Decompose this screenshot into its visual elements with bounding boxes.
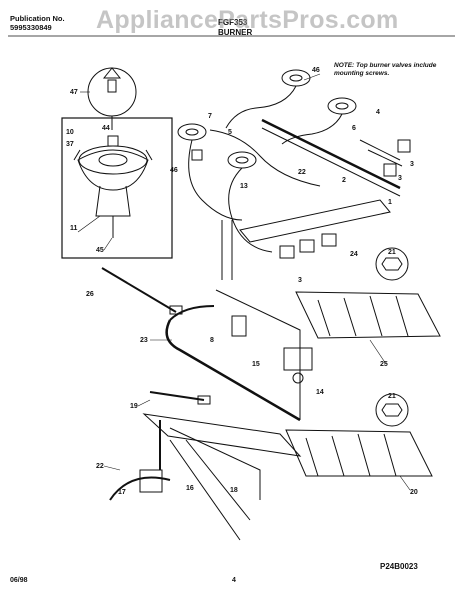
- burner-head-icon: [227, 151, 257, 169]
- callout: 13: [240, 183, 248, 190]
- valve-bracket: [221, 199, 391, 280]
- callout: 24: [350, 251, 358, 258]
- callout: 26: [86, 291, 94, 298]
- callout: 21: [388, 249, 396, 256]
- callout: 19: [130, 403, 138, 410]
- model-number: FGF353: [218, 18, 248, 27]
- callout: 23: [140, 337, 148, 344]
- callout: 7: [208, 113, 212, 120]
- callout: 45: [96, 247, 104, 254]
- callout: 46: [312, 67, 320, 74]
- nut-circle: [375, 247, 409, 281]
- callout: 4: [376, 109, 380, 116]
- callout: 2: [342, 177, 346, 184]
- callout: 16: [186, 485, 194, 492]
- burner-head-icon: [177, 123, 207, 141]
- flame-spreader-lower: [285, 393, 433, 477]
- inset-burner-detail: [61, 67, 173, 259]
- callout: 21: [388, 393, 396, 400]
- callout: 8: [210, 337, 214, 344]
- main-tube: [165, 289, 313, 422]
- footer-date: 06/98: [10, 577, 28, 584]
- nut-icon: [381, 403, 403, 417]
- callout: 25: [380, 361, 388, 368]
- callout: 1: [388, 199, 392, 206]
- callout: 11: [70, 225, 78, 232]
- callout-labels: 47 10 44 37 46 11 45 7 5 46 13 22 2 1 4 …: [66, 67, 418, 496]
- callout: 3: [298, 277, 302, 284]
- callout: 3: [398, 175, 402, 182]
- callout: 6: [352, 125, 356, 132]
- callout: 47: [70, 89, 78, 96]
- regulator-icon: [283, 347, 313, 371]
- manifold-tubes: [188, 85, 411, 253]
- callout: 22: [96, 463, 104, 470]
- page-number: 4: [232, 577, 236, 584]
- callout: 22: [298, 169, 306, 176]
- inset-box: [61, 117, 173, 259]
- valve-icon: [231, 315, 247, 337]
- callout: 37: [66, 141, 74, 148]
- callout: 20: [410, 489, 418, 496]
- burner-head-icon: [281, 69, 311, 87]
- burner-base-icon: [77, 149, 149, 191]
- igniter-lead: [101, 267, 183, 315]
- note-text: NOTE: Top burner valves include mounting…: [334, 62, 437, 77]
- nut-circle: [375, 393, 409, 427]
- callout: 15: [252, 361, 260, 368]
- callout: 18: [230, 487, 238, 494]
- callout: 46: [170, 167, 178, 174]
- callout: 14: [316, 389, 324, 396]
- leader-lines: [77, 73, 411, 491]
- figure-code: P24B0023: [380, 562, 418, 571]
- watermark: AppliancePartsPros.com: [96, 6, 399, 34]
- oven-burner-assembly: [109, 391, 302, 541]
- callout: 10: [66, 129, 74, 136]
- callout: 44: [102, 125, 110, 132]
- callout: 17: [118, 489, 126, 496]
- publication-number: 5995330849: [10, 23, 52, 32]
- burner-head-icon: [327, 97, 357, 115]
- callout: 5: [228, 129, 232, 136]
- safety-valve-icon: [139, 469, 163, 493]
- flame-spreader-upper: [295, 247, 441, 339]
- callout: 3: [410, 161, 414, 168]
- publication-label: Publication No.: [10, 14, 65, 23]
- burner-cap-icon: [102, 67, 122, 93]
- section-title: BURNER: [218, 28, 253, 37]
- nut-icon: [381, 257, 403, 271]
